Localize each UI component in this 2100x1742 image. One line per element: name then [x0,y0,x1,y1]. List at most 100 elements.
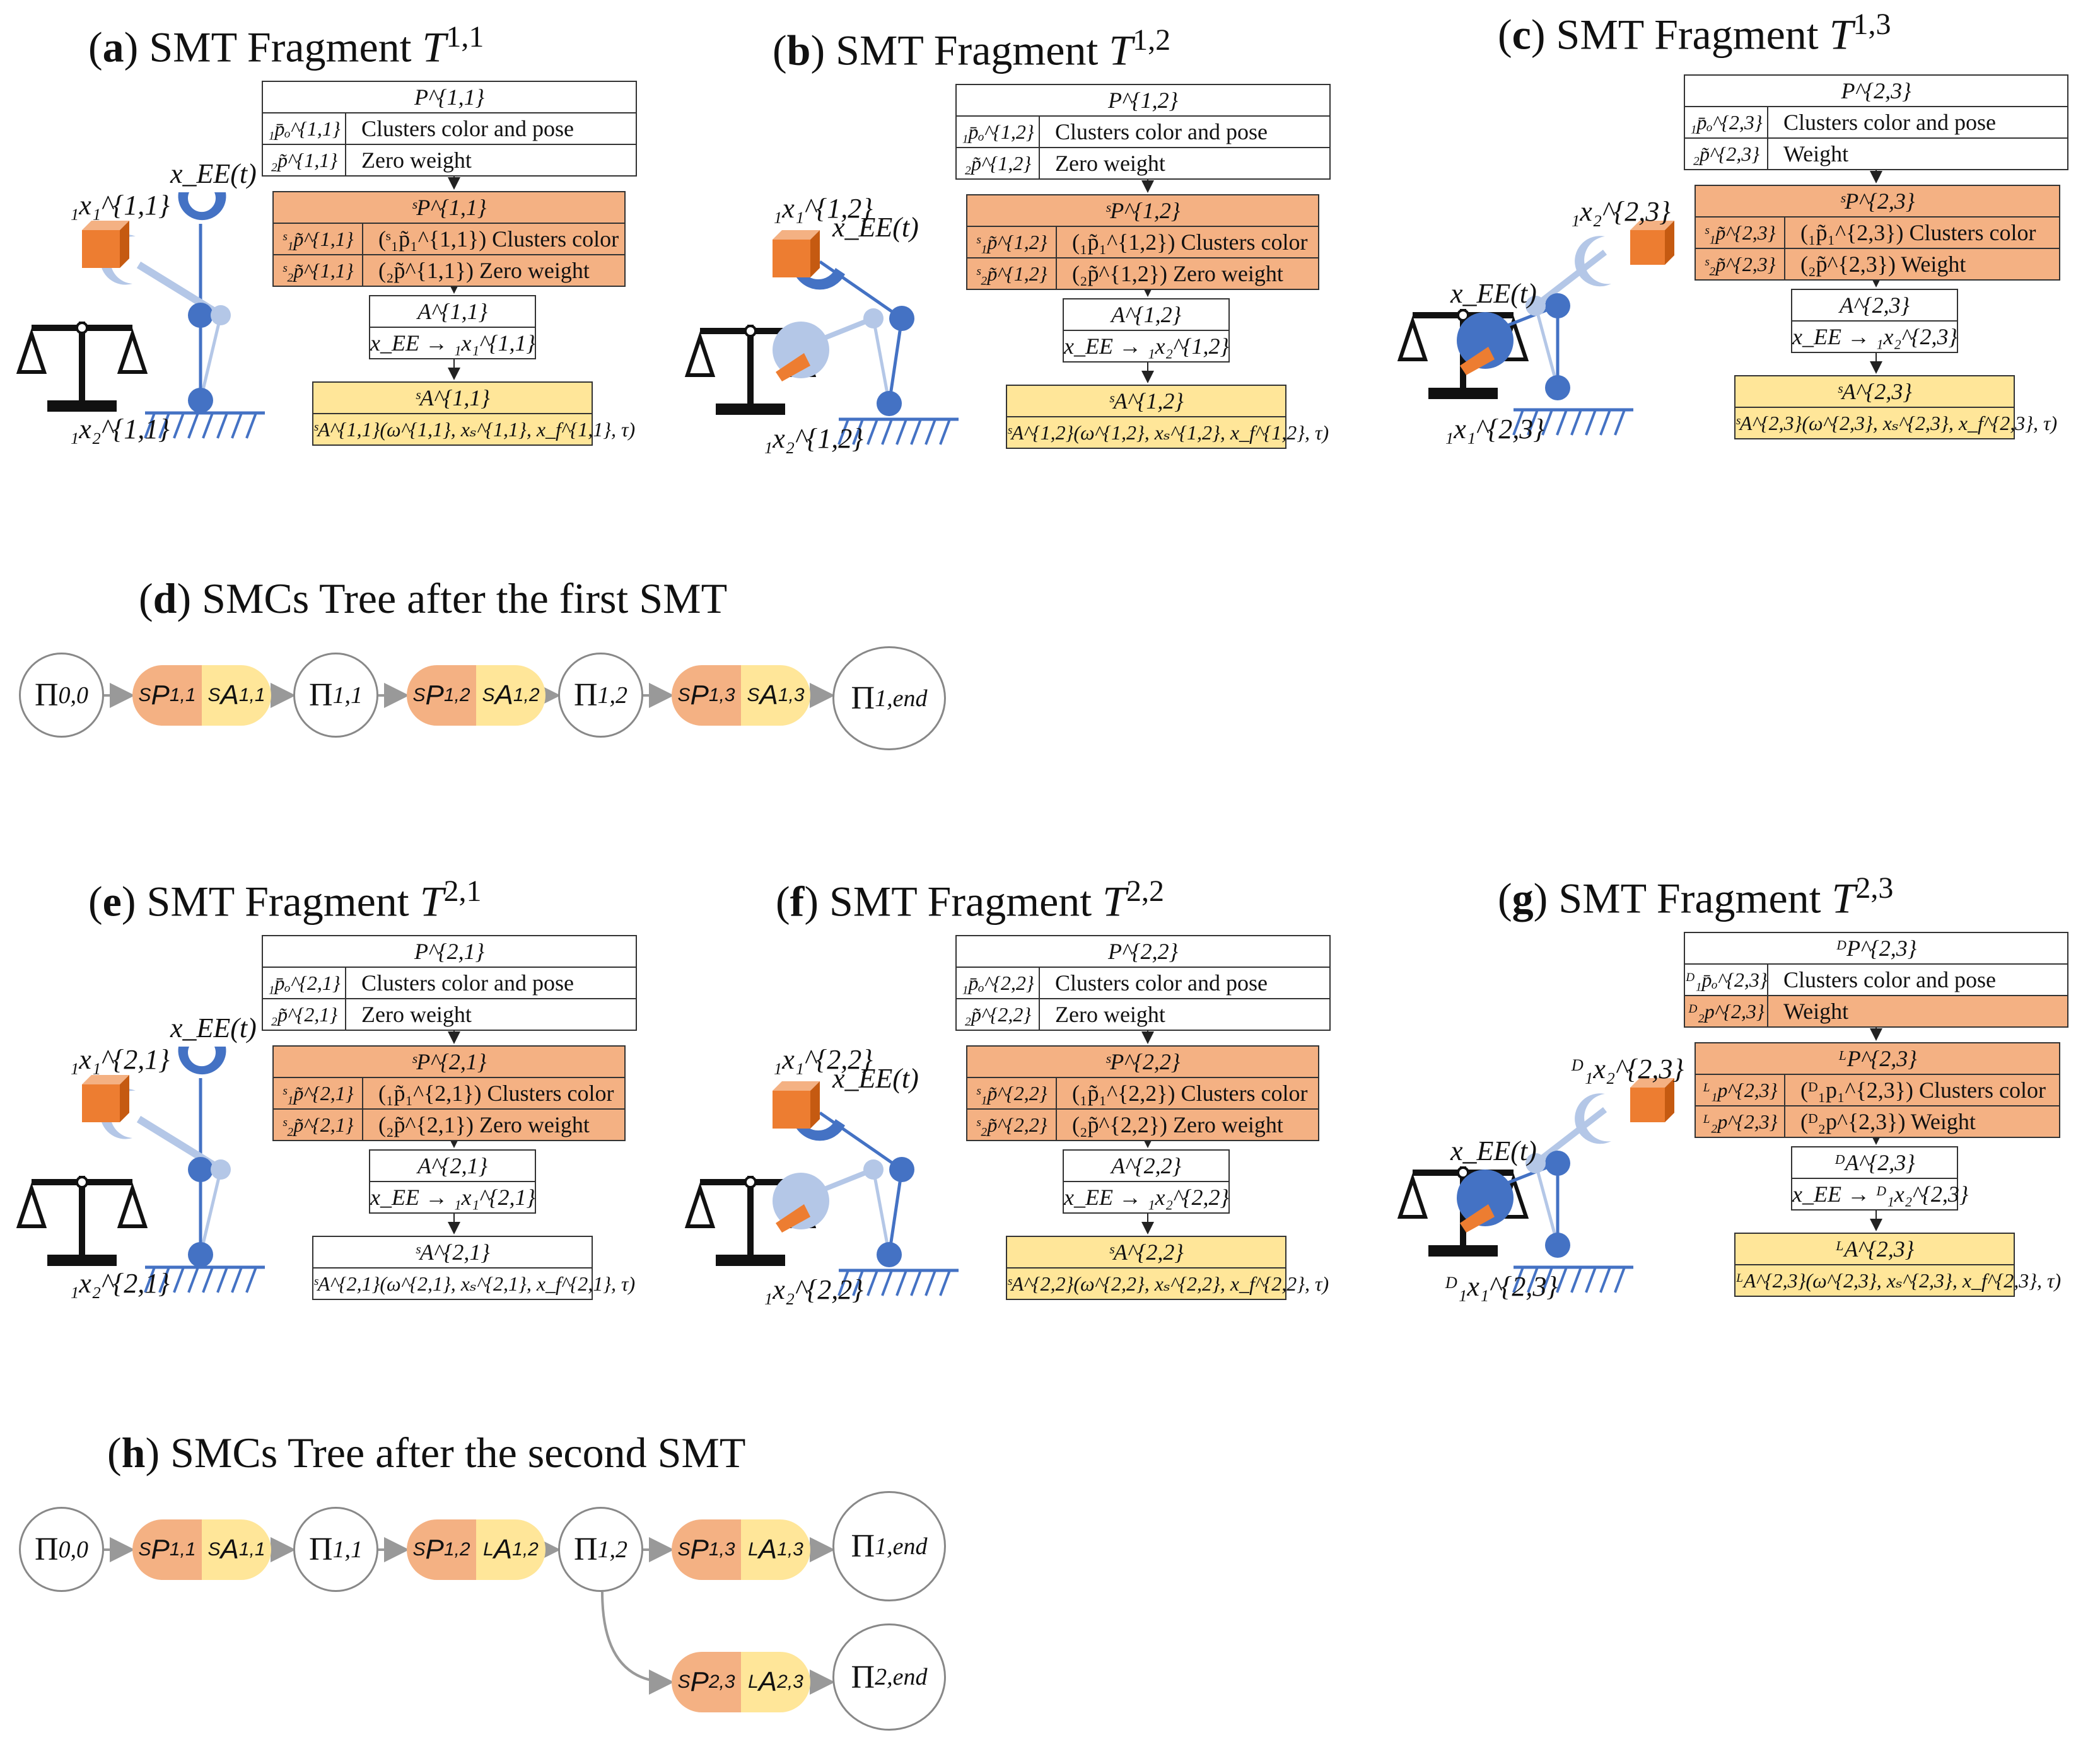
pill-letter: P [690,1534,709,1565]
percept-row: ₂p̃^{2,3}Weight [1685,139,2067,169]
pill-letter: A [494,680,513,711]
semantic-percept-table: ˢP^{2,1}ˢ₁p̃^{2,1}(₁p̃₁^{2,1}) Clusters … [272,1045,626,1141]
semantic-percept-row: ˢ₁p̃^{2,2}(₁p̃₁^{2,2}) Clusters color [967,1078,1318,1110]
node-sup: 1,end [875,685,928,712]
percept-desc: Clusters color and pose [361,970,574,996]
action-body: x_EE → ₁x₂^{1,2} [1064,334,1229,359]
percept-desc: Zero weight [1055,151,1165,176]
scene-label-ee: x_EE(t) [832,1063,919,1094]
robot-scene-f [684,1081,959,1296]
semantic-percept-header: ˢP^{2,1} [274,1047,624,1078]
node-sup: 1,1 [332,1536,363,1563]
percept-row: ₁p̄ₒ^{1,2}Clusters color and pose [957,117,1329,148]
semantic-percept-row: ˢ₁p̃^{2,3}(₁p̃₁^{2,3}) Clusters color [1696,218,2059,249]
semantic-action-header: ˢA^{2,3} [1735,376,2014,408]
percept-row: ₁p̄ₒ^{2,2}Clusters color and pose [957,968,1329,999]
node-sup: 1,end [875,1533,928,1560]
semantic-action-header: ᴸA^{2,3} [1735,1234,2014,1265]
pill-prefix: S [138,685,151,706]
semantic-percept-symbol: ˢ₁p̃^{2,1} [274,1078,363,1108]
semantic-percept-desc: (₂p̃^{1,2}) Zero weight [1072,261,1283,286]
percept-desc: Zero weight [361,1002,472,1027]
action-body: x_EE → ₁x₂^{2,3} [1792,324,1957,349]
tree-title-d: (d) SMCs Tree after the first SMT [139,574,728,622]
semantic-percept-table: ˢP^{2,2}ˢ₁p̃^{2,2}(₁p̃₁^{2,2}) Clusters … [966,1045,1319,1141]
pill-sup: 1,3 [778,685,805,706]
pill-prefix: S [677,1539,691,1560]
scene-label-ee: x_EE(t) [1450,1135,1537,1166]
pi-symbol: Π [308,677,333,713]
percept-symbol: ᴰ₁p̄ₒ^{2,3} [1685,965,1768,995]
panel-title-text: SMT Fragment [1558,874,1821,922]
semantic-percept-desc: (₂p̃^{2,1}) Zero weight [378,1112,590,1137]
pill-letter: A [493,1534,513,1565]
semantic-action-table: ᴸA^{2,3}ᴸA^{2,3}(ω^{2,3}, xₛ^{2,3}, x_f^… [1734,1233,2061,1297]
panel-letter: a [102,23,124,71]
tree-letter: d [153,574,177,622]
panel-symbol: T [419,877,444,926]
semantic-action-header: ˢA^{1,2} [1007,386,1285,417]
panel-title-a: (a) SMT Fragment T1,1 [88,20,484,71]
semantic-percept-header: ˢP^{1,2} [967,195,1318,227]
scene-label-bot: ₁x₂^{1,2} [763,423,863,454]
panel-symbol: T [1829,10,1853,59]
semantic-action-table: ˢA^{1,1}ˢA^{1,1}(ω^{1,1}, xₛ^{1,1}, x_f^… [312,381,635,446]
semantic-percept-symbol: ˢ₁p̃^{2,2} [967,1078,1057,1108]
robot-arm [1457,1078,1674,1258]
percept-symbol: ₂p̃^{2,2} [957,999,1040,1030]
scene-label-top: ᴰ₁x₂^{2,3} [1570,1054,1684,1084]
semantic-percept-header: ˢP^{2,2} [967,1047,1318,1078]
pill-sup: 1,3 [777,1539,803,1560]
panel-sup: 1,2 [1133,23,1171,57]
scene-label-top: ₁x₂^{2,3} [1570,196,1671,227]
panel-title-b: (b) SMT Fragment T1,2 [773,23,1171,74]
action-body: x_EE → ₁x₁^{2,1} [370,1185,535,1210]
percept-header: P^{2,2} [957,936,1329,968]
scene-label-top: ₁x₁^{1,2} [773,193,873,224]
percept-desc: Zero weight [1055,1002,1165,1027]
panel-sup: 2,1 [443,874,482,908]
scene-label-bot: ₁x₂^{1,1} [69,414,170,444]
pi-symbol: Π [308,1531,333,1567]
semantic-percept-row: ˢ₂p̃^{2,1}(₂p̃^{2,1}) Zero weight [274,1110,624,1140]
pill-letter: P [690,680,709,711]
semantic-percept-desc: (ᴰ₁p₁^{2,3}) Clusters color [1800,1077,2046,1103]
pill-prefix: S [138,1539,151,1560]
scale-icon [16,1176,148,1266]
action-body: x_EE → ᴰ₁x₂^{2,3} [1792,1182,1969,1207]
scene-label-top: ₁x₁^{2,2} [773,1044,873,1075]
scene-label-bot: ᴰ₁x₁^{2,3} [1444,1271,1558,1302]
percept-header: P^{2,3} [1685,76,2067,107]
percept-desc: Clusters color and pose [1783,110,1996,135]
pill-prefix: S [747,685,760,706]
scene-label-ee: x_EE(t) [170,158,257,189]
panel-letter: b [786,26,811,74]
action-body: x_EE → ₁x₁^{1,1} [370,330,535,356]
percept-row: ₁p̄ₒ^{2,1}Clusters color and pose [263,968,636,999]
action-body: x_EE → ₁x₂^{2,2} [1064,1185,1229,1210]
percept-symbol: ᴰ₂p^{2,3} [1685,996,1768,1026]
node-sup: 1,2 [597,1536,628,1563]
percept-symbol: ₂p̃^{2,1} [263,999,346,1030]
semantic-percept-table: ˢP^{1,2}ˢ₁p̃^{1,2}(₁p̃₁^{1,2}) Clusters … [966,194,1319,290]
panel-sup: 2,2 [1126,874,1164,908]
robot-scene-e [16,1047,265,1293]
percept-row: ᴰ₁p̄ₒ^{2,3}Clusters color and pose [1685,965,2067,996]
scene-label-bot: ₁x₂^{2,2} [763,1274,863,1305]
pill-sup: 1,1 [169,685,196,706]
tree-branch-edge [601,1591,674,1695]
